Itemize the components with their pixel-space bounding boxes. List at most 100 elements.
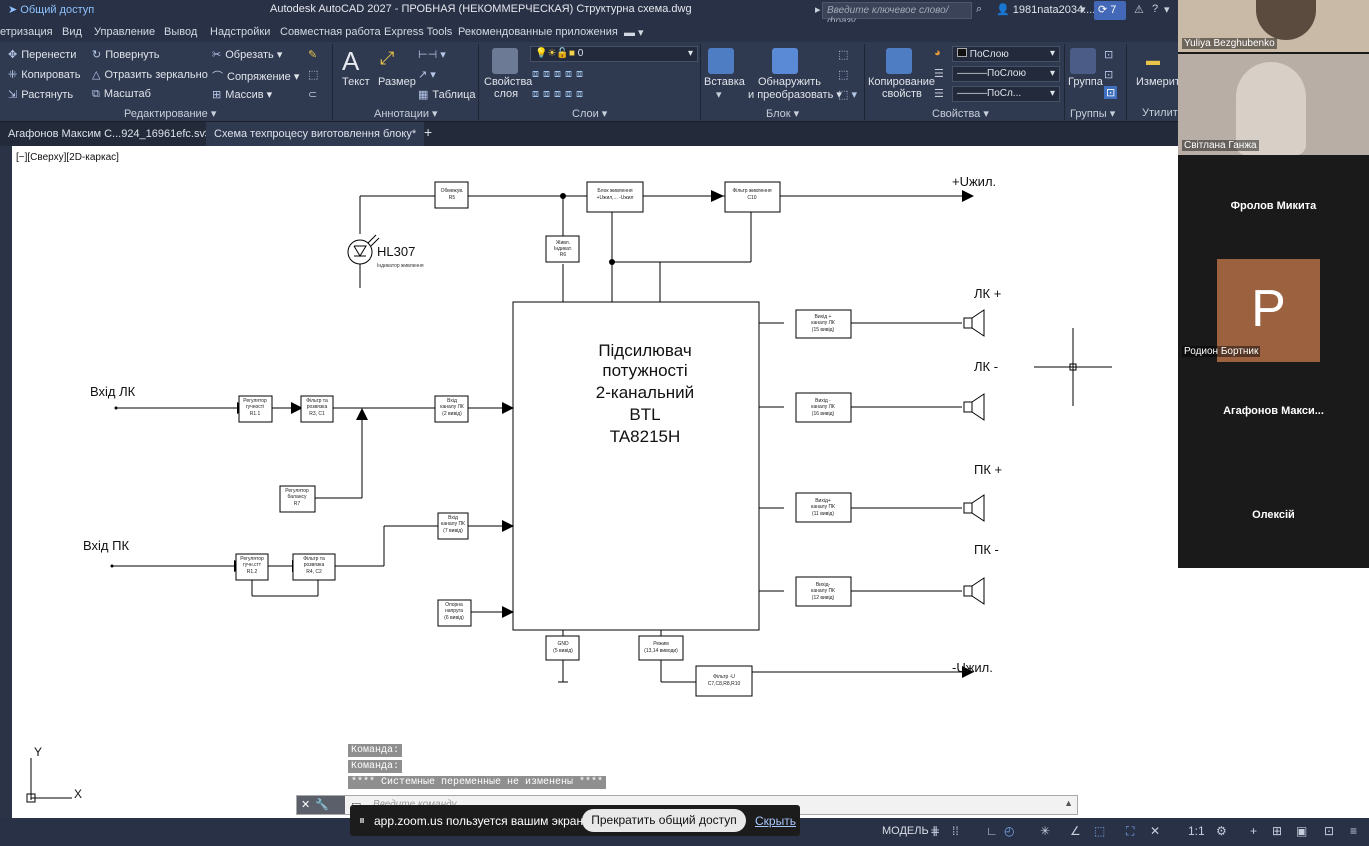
insert-button[interactable]: Вставка: [704, 76, 745, 88]
dropdown-icon[interactable]: ▾: [1164, 4, 1170, 16]
lineweight-dropdown[interactable]: ———ПоСл...▾: [952, 86, 1060, 102]
video-tile-2[interactable]: Світлана Ганжа: [1178, 54, 1369, 155]
chevron-right-icon[interactable]: ▸: [815, 4, 821, 16]
menu-express-tools[interactable]: Express Tools: [384, 26, 453, 38]
pause-icon[interactable]: ⏸: [359, 813, 366, 827]
polar-icon[interactable]: ◴: [1004, 824, 1015, 838]
text-icon[interactable]: A: [342, 46, 360, 76]
annotation-scale-icon[interactable]: ⛶: [1126, 824, 1135, 838]
detect-button[interactable]: Обнаружить: [758, 76, 821, 88]
scale-button[interactable]: ⧉Масштаб: [92, 88, 151, 101]
osnap-icon[interactable]: ✳: [1040, 824, 1051, 838]
model-space-button[interactable]: МОДЕЛЬ: [882, 825, 929, 837]
layer-properties-icon[interactable]: [492, 48, 518, 74]
measure-icon[interactable]: ▬: [1146, 52, 1160, 68]
annotation-panel-title[interactable]: Аннотации ▾: [374, 108, 438, 120]
new-tab-button[interactable]: +: [424, 124, 433, 140]
layer-properties-button[interactable]: Свойства: [484, 76, 533, 88]
layers-panel-title[interactable]: Слои ▾: [572, 108, 608, 120]
customize-icon[interactable]: ≡: [1350, 824, 1358, 838]
help-icon[interactable]: ⚠: [1134, 4, 1144, 16]
participant-name-5[interactable]: Агафонов Макси...: [1223, 405, 1324, 417]
measure-button[interactable]: Измерить: [1136, 76, 1186, 88]
insert-block-icon[interactable]: [708, 48, 734, 74]
group-button[interactable]: Группа: [1068, 76, 1103, 88]
group-edit-icon[interactable]: ⊡: [1104, 69, 1114, 81]
text-button[interactable]: Текст: [342, 76, 370, 88]
groups-panel-title[interactable]: Группы ▾: [1070, 108, 1116, 120]
clean-screen-icon[interactable]: ⊡: [1324, 824, 1335, 838]
menu-parametrization[interactable]: етризация: [0, 26, 53, 38]
insert-dropdown-icon[interactable]: ▾: [716, 89, 722, 101]
group-icon[interactable]: [1070, 48, 1096, 74]
dimension-button[interactable]: Размер: [378, 76, 416, 88]
explode-icon[interactable]: ⬚: [308, 69, 319, 81]
command-input[interactable]: Введите команду: [373, 799, 457, 810]
stretch-button[interactable]: ⇲Растянуть: [8, 88, 73, 101]
plus-icon[interactable]: +: [1250, 824, 1258, 838]
utilities-panel-title[interactable]: Утилит: [1142, 107, 1178, 119]
trim-button[interactable]: ✂Обрезать ▾: [212, 49, 283, 61]
table-button[interactable]: ▦Таблица: [418, 88, 476, 101]
workspace-gear-icon[interactable]: ⚙: [1216, 824, 1227, 838]
user-account[interactable]: 👤 1981nata2034....: [996, 4, 1096, 16]
group-select-icon[interactable]: ⊡: [1104, 86, 1118, 99]
leader-icon[interactable]: ↗ ▾: [418, 69, 436, 81]
notification-badge[interactable]: ⟳ 7: [1094, 1, 1126, 20]
offset-icon[interactable]: ⊂: [308, 89, 318, 101]
copy-button[interactable]: ⁜Копировать: [8, 68, 80, 81]
stop-share-button[interactable]: Прекратить общий доступ: [582, 809, 746, 832]
selection-cycle-icon[interactable]: ⬚: [1094, 824, 1106, 838]
ribbon-toggle-icon[interactable]: ▬ ▾: [624, 27, 644, 39]
scale-value[interactable]: 1:1: [1188, 824, 1205, 838]
block-panel-title[interactable]: Блок ▾: [766, 108, 800, 120]
hardware-icon[interactable]: ▣: [1296, 824, 1308, 838]
mirror-button[interactable]: △Отразить зеркально: [92, 68, 208, 81]
annotation-visibility-icon[interactable]: ✕: [1150, 824, 1161, 838]
ortho-icon[interactable]: ∟: [986, 824, 998, 838]
menu-view[interactable]: Вид: [62, 26, 82, 38]
dimension-icon[interactable]: ⤢: [380, 48, 395, 68]
match-properties-icon[interactable]: [886, 48, 912, 74]
menu-collaborate[interactable]: Совместная работа: [280, 26, 381, 38]
drawing-canvas[interactable]: [−][Сверху][2D-каркас]: [12, 146, 1178, 818]
menu-addins[interactable]: Надстройки: [210, 26, 271, 38]
properties-panel-title[interactable]: Свойства ▾: [932, 108, 989, 120]
command-settings-icon[interactable]: 🔧: [315, 799, 329, 811]
command-close-icon[interactable]: ✕: [301, 799, 311, 811]
fillet-button[interactable]: ⌒Сопряжение ▾: [212, 71, 300, 83]
move-button[interactable]: ✥Перенести: [8, 48, 76, 61]
share-button[interactable]: ➤ Общий доступ: [8, 4, 95, 16]
command-history-icon[interactable]: ▲: [1064, 798, 1073, 808]
participant-name-6[interactable]: Олексій: [1252, 509, 1295, 521]
menu-output[interactable]: Вывод: [164, 26, 198, 38]
detect-convert-icon[interactable]: [772, 48, 798, 74]
block-tool-3-icon[interactable]: ⬚ ▾: [838, 89, 857, 101]
avatar[interactable]: P: [1217, 259, 1320, 362]
block-tool-1-icon[interactable]: ⬚: [838, 49, 849, 61]
participant-name-3[interactable]: Фролов Микита: [1230, 200, 1317, 212]
tab-scheme[interactable]: Схема техпроцесу виготовлення блоку*: [206, 122, 425, 146]
linear-dim-icon[interactable]: ⊢⊣ ▾: [418, 49, 446, 61]
grid-icon[interactable]: ⋕: [930, 824, 941, 838]
rotate-button[interactable]: ↻Повернуть: [92, 48, 160, 61]
array-button[interactable]: ⊞Массив ▾: [212, 89, 273, 101]
ungroup-icon[interactable]: ⊡: [1104, 49, 1114, 61]
help-question-icon[interactable]: ?: [1152, 3, 1159, 15]
video-tile-1[interactable]: Yuliya Bezghubenko: [1178, 0, 1369, 52]
linetype-dropdown[interactable]: ———ПоСлою▾: [952, 66, 1060, 82]
isolate-icon[interactable]: ⊞: [1272, 824, 1283, 838]
cart-icon[interactable]: ▾: [1080, 4, 1086, 16]
tab-agafonov[interactable]: Агафонов Максим С...924_16961efc.sv$*: [8, 128, 216, 140]
menu-featured-apps[interactable]: Рекомендованные приложения: [458, 26, 618, 38]
erase-icon[interactable]: ✎: [308, 49, 318, 61]
modify-panel-title[interactable]: Редактирование ▾: [124, 108, 217, 120]
hide-link[interactable]: Скрыть: [755, 814, 796, 828]
search-input[interactable]: Введите ключевое слово/фразу: [822, 2, 972, 27]
color-dropdown[interactable]: ПоСлою▾: [952, 46, 1060, 62]
amplifier-block[interactable]: [512, 301, 760, 631]
lineweight-status-icon[interactable]: ∠: [1070, 824, 1081, 838]
search-icon[interactable]: ⌕: [976, 3, 983, 15]
layer-dropdown[interactable]: 💡☀🔓■ 0▾: [530, 46, 698, 62]
viewport-label[interactable]: [−][Сверху][2D-каркас]: [16, 152, 119, 163]
